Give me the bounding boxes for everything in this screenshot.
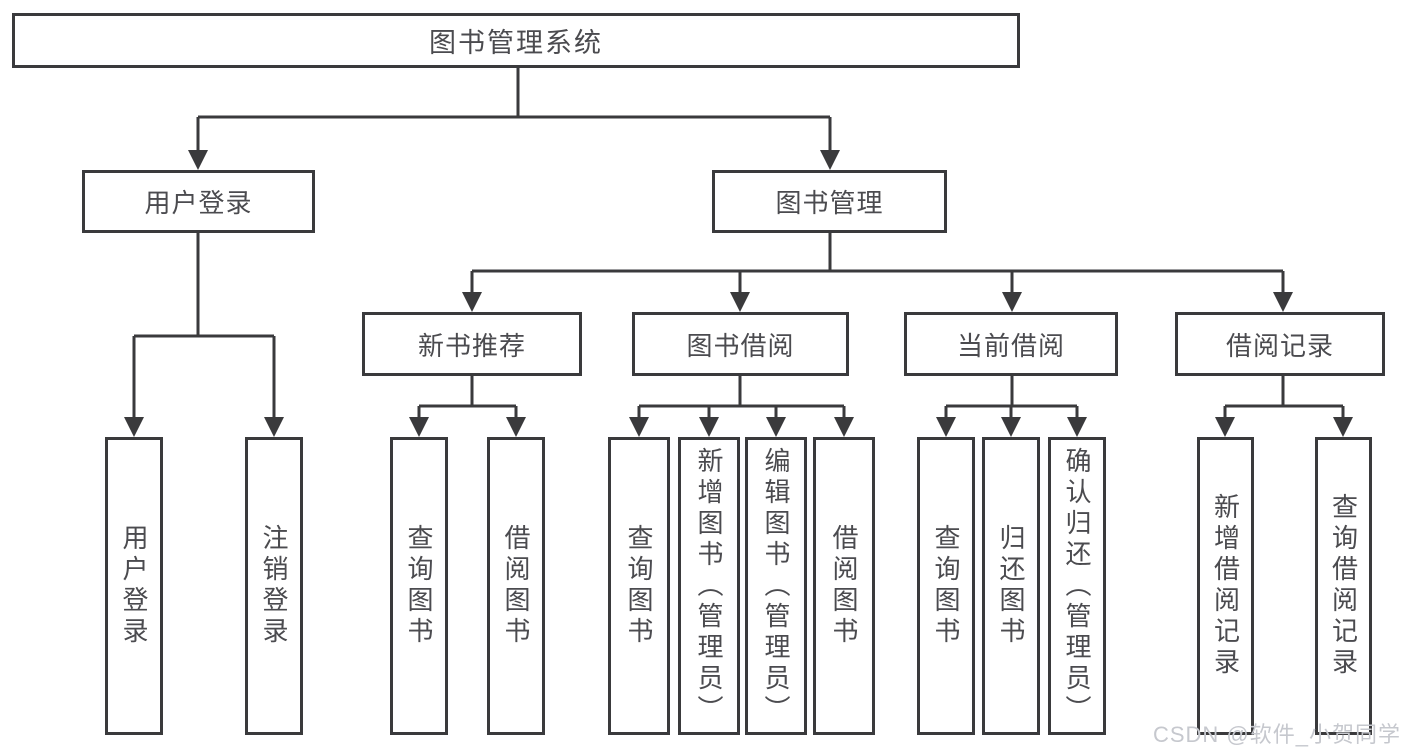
node-root: 图书管理系统 [12,13,1020,68]
leaf-add-borrow-record: 新增借阅记录 [1197,437,1254,735]
csdn-watermark: CSDN @软件_小贺同学 [1152,722,1401,747]
leaf-confirm-return-admin: 确认归还（管理员） [1048,437,1106,735]
node-borrow-records: 借阅记录 [1175,312,1385,376]
leaf-label: 用户登录 [119,524,149,648]
leaf-label: 查询图书 [404,524,434,648]
arrowheads [124,150,1353,437]
leaf-label: 新增借阅记录 [1210,493,1241,679]
leaf-label: 新增图书（管理员） [694,446,724,726]
leaf-query-books-3: 查询图书 [917,437,975,735]
leaf-borrow-books-1: 借阅图书 [487,437,545,735]
leaf-user-login: 用户登录 [105,437,163,735]
leaf-add-book-admin: 新增图书（管理员） [678,437,740,735]
leaf-edit-book-admin: 编辑图书（管理员） [745,437,807,735]
node-current-borrowing: 当前借阅 [904,312,1118,376]
leaf-logout: 注销登录 [245,437,303,735]
leaf-query-books-2: 查询图书 [608,437,670,735]
leaf-label: 查询图书 [931,524,961,648]
node-new-book-recommend: 新书推荐 [362,312,582,376]
node-book-borrowing: 图书借阅 [632,312,849,376]
leaf-borrow-books-2: 借阅图书 [813,437,875,735]
leaf-label: 查询借阅记录 [1328,493,1359,679]
leaf-return-book: 归还图书 [982,437,1040,735]
leaf-label: 查询图书 [624,524,654,648]
leaf-label: 编辑图书（管理员） [761,446,791,726]
leaf-label: 注销登录 [259,524,289,648]
leaf-label: 确认归还（管理员） [1062,446,1092,726]
leaf-label: 归还图书 [996,524,1026,648]
node-user-login: 用户登录 [82,170,315,233]
leaf-query-borrow-record: 查询借阅记录 [1315,437,1372,735]
leaf-query-books-1: 查询图书 [390,437,448,735]
leaf-label: 借阅图书 [829,524,859,648]
node-book-management: 图书管理 [712,170,947,233]
leaf-label: 借阅图书 [501,524,531,648]
